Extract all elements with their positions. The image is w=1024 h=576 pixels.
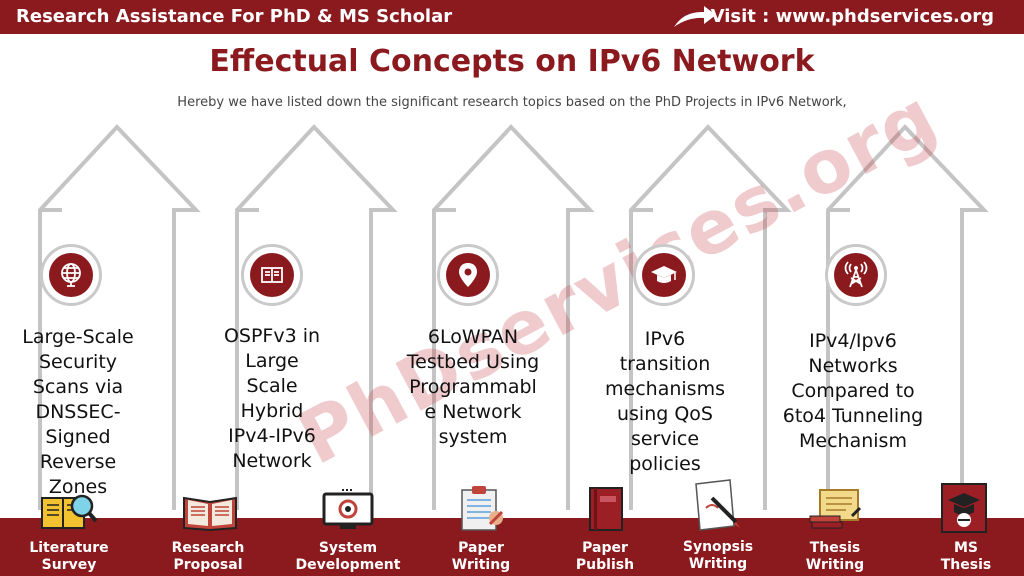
- top-banner: Research Assistance For PhD & MS Scholar…: [0, 0, 1024, 34]
- service-thesis-writing[interactable]: Thesis Writing: [805, 540, 865, 573]
- computer-icon[interactable]: [320, 486, 376, 532]
- topic-icon-5: [825, 244, 887, 306]
- arrow-outline-3: [432, 124, 595, 510]
- page-subtitle: Hereby we have listed down the significa…: [177, 95, 847, 110]
- topic-icon-2: [241, 244, 303, 306]
- antenna-tower-icon: [844, 261, 868, 288]
- open-book-icon[interactable]: [180, 492, 240, 532]
- journal-icon[interactable]: [586, 486, 626, 532]
- service-ms-thesis[interactable]: MS Thesis: [940, 540, 992, 573]
- page-title: Effectual Concepts on IPv6 Network: [209, 44, 815, 79]
- curved-arrow-icon: [674, 6, 716, 27]
- globe-icon: [61, 263, 81, 287]
- topic-icon-1: [40, 244, 102, 306]
- arrow-outline-2: [235, 124, 398, 510]
- pen-paper-icon[interactable]: [690, 478, 746, 532]
- graduate-book-icon[interactable]: [938, 482, 990, 534]
- magnifier-book-icon[interactable]: [38, 488, 100, 532]
- arrow-outline-4: [629, 124, 792, 510]
- topic-icon-4: [633, 244, 695, 306]
- clipboard-icon[interactable]: [452, 484, 510, 532]
- topic-label-5: IPv4/Ipv6 Networks Compared to 6to4 Tunn…: [782, 330, 924, 452]
- service-system-development[interactable]: System Development: [295, 540, 401, 573]
- tagline: Research Assistance For PhD & MS Scholar: [16, 6, 453, 27]
- service-research-proposal[interactable]: Research Proposal: [171, 540, 245, 573]
- service-paper-writing[interactable]: Paper Writing: [451, 540, 511, 573]
- topic-label-3: 6LoWPAN Testbed Using Programmabl e Netw…: [406, 326, 540, 448]
- website-link[interactable]: Visit : www.phdservices.org: [710, 6, 994, 27]
- location-pin-icon: [459, 263, 477, 287]
- service-literature-survey[interactable]: Literature Survey: [29, 540, 109, 573]
- topic-label-1: Large-Scale Security Scans via DNSSEC- S…: [22, 326, 134, 498]
- topic-label-4: IPv6 transition mechanisms using QoS ser…: [605, 328, 725, 475]
- arrow-outline-1: [38, 124, 201, 510]
- book-icon: [261, 267, 283, 283]
- topic-icon-3: [437, 244, 499, 306]
- service-paper-publish[interactable]: Paper Publish: [575, 540, 635, 573]
- service-synopsis-writing[interactable]: Synopsis Writing: [682, 539, 754, 572]
- graduation-cap-icon: [651, 266, 677, 283]
- topic-label-2: OSPFv3 in Large Scale Hybrid IPv4-IPv6 N…: [223, 325, 321, 472]
- scroll-icon[interactable]: [806, 486, 866, 532]
- services-bar: [0, 518, 1024, 576]
